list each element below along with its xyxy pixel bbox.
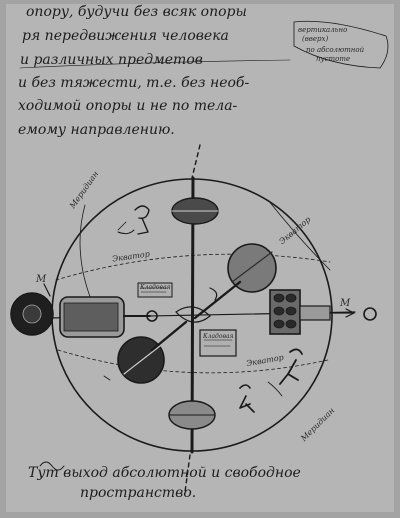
text-line-6: емому направлению. bbox=[18, 122, 175, 138]
margin-note-line-1: вертикально bbox=[298, 26, 348, 34]
caption-line-2: пространство. bbox=[80, 485, 197, 501]
label-box-upper: Кладовая bbox=[140, 284, 171, 291]
axis-top-dash bbox=[191, 144, 201, 179]
caption-line-1: Тут выход абсолютной и свободное bbox=[28, 465, 301, 481]
label-box-middle: Кладовая bbox=[203, 333, 234, 340]
middle-box bbox=[199, 329, 237, 357]
label-letter-left: М bbox=[36, 274, 47, 285]
sphere-lower-left bbox=[117, 336, 165, 384]
upper-box bbox=[137, 282, 173, 298]
text-line-5: ходимой опоры и не по тела- bbox=[18, 98, 238, 114]
meridian-right-upper-curve bbox=[267, 199, 331, 271]
label-letter-right: М bbox=[340, 298, 351, 309]
margin-note-line-4: пустоте bbox=[316, 55, 351, 63]
equator-upper-curve bbox=[55, 253, 331, 281]
margin-note-line-3: по абсолютной bbox=[306, 46, 365, 54]
axis-bottom-dash bbox=[184, 454, 191, 493]
text-line-1: опору, будучи без всяк опоры bbox=[26, 4, 247, 20]
caption: Тут выход абсолютной и свободное простра… bbox=[28, 463, 301, 503]
figure-right bbox=[279, 348, 303, 385]
text-line-4: и без тяжести, т.е. без необ- bbox=[18, 75, 250, 91]
figure-top-left bbox=[134, 205, 150, 235]
text-line-2: ря передвижения человека bbox=[22, 28, 229, 44]
figure-lower bbox=[239, 384, 255, 413]
margin-note-outline bbox=[293, 20, 389, 69]
sphere-upper-right bbox=[227, 243, 277, 293]
text-line-3: и различных предметов bbox=[20, 52, 203, 68]
right-outer-circle bbox=[363, 307, 377, 321]
margin-note-line-2: (вверх) bbox=[302, 35, 329, 43]
